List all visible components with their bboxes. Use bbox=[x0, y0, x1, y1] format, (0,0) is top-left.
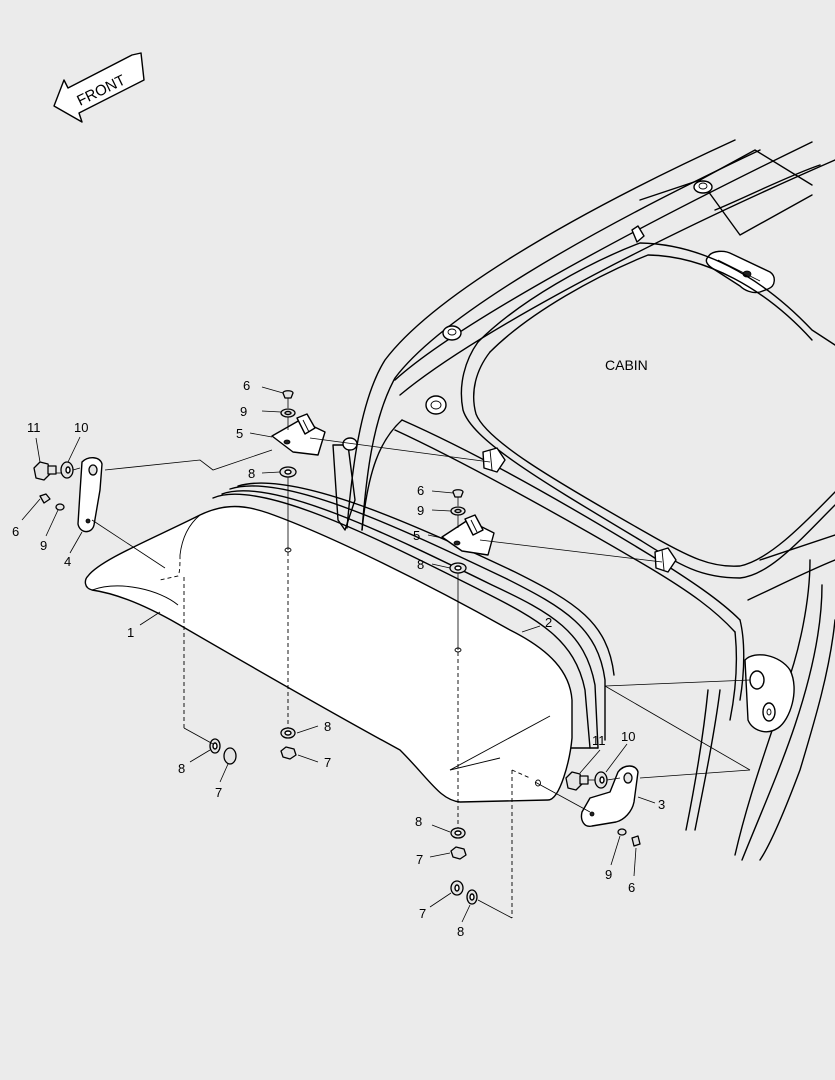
callout-8d: 8 bbox=[178, 761, 185, 776]
part-4-bracket bbox=[77, 457, 103, 533]
callout-8f: 8 bbox=[457, 924, 464, 939]
callout-9b: 9 bbox=[417, 503, 424, 518]
part-5-bracket-right bbox=[441, 514, 495, 556]
callout-1: 1 bbox=[127, 625, 134, 640]
callout-9a: 9 bbox=[240, 404, 247, 419]
callout-7b: 7 bbox=[215, 785, 222, 800]
callout-8e: 8 bbox=[415, 814, 422, 829]
callout-11a: 11 bbox=[27, 420, 41, 435]
callout-10a: 10 bbox=[74, 420, 88, 435]
callout-9c: 9 bbox=[40, 538, 47, 553]
callout-6c: 6 bbox=[12, 524, 19, 539]
callout-8c: 8 bbox=[324, 719, 331, 734]
callout-6a: 6 bbox=[243, 378, 250, 393]
callout-9d: 9 bbox=[605, 867, 612, 882]
assembly-lines bbox=[56, 398, 751, 919]
leader-lines bbox=[21, 386, 656, 923]
cabin-label: CABIN bbox=[605, 357, 648, 373]
front-arrow-icon: FRONT bbox=[53, 52, 145, 123]
part-2-seal bbox=[212, 482, 615, 749]
callout-5b: 5 bbox=[413, 528, 420, 543]
callout-5a: 5 bbox=[236, 426, 243, 441]
callout-8b: 8 bbox=[417, 557, 424, 572]
callout-7d: 7 bbox=[419, 906, 426, 921]
part-3-bracket bbox=[580, 765, 639, 827]
callout-6d: 6 bbox=[628, 880, 635, 895]
callouts: 1 2 3 4 5 5 6 6 6 6 7 7 7 7 8 8 8 8 8 8 … bbox=[12, 378, 665, 939]
callout-7a: 7 bbox=[324, 755, 331, 770]
cabin-structure: CABIN bbox=[332, 139, 835, 861]
callout-11b: 11 bbox=[592, 733, 606, 748]
callout-8a: 8 bbox=[248, 466, 255, 481]
callout-6b: 6 bbox=[417, 483, 424, 498]
callout-4: 4 bbox=[64, 554, 71, 569]
callout-2: 2 bbox=[545, 615, 552, 630]
callout-7c: 7 bbox=[416, 852, 423, 867]
callout-10b: 10 bbox=[621, 729, 635, 744]
part-1-cover bbox=[84, 505, 573, 803]
callout-3: 3 bbox=[658, 797, 665, 812]
part-5-bracket-left bbox=[271, 413, 326, 456]
